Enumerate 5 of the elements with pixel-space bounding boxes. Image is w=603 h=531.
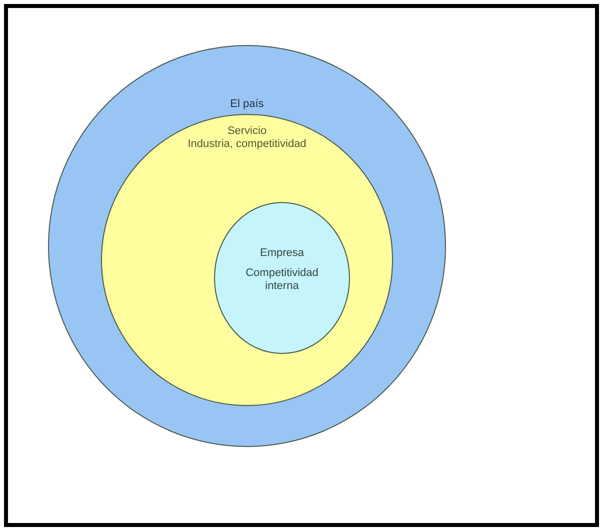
circle-text: Industria, competitividad [188,138,306,151]
circle-title: Servicio [227,125,267,138]
circle-title: El país [230,98,264,111]
circle-text: Competitividad interna [244,267,320,293]
circle-title: Empresa [260,247,304,260]
